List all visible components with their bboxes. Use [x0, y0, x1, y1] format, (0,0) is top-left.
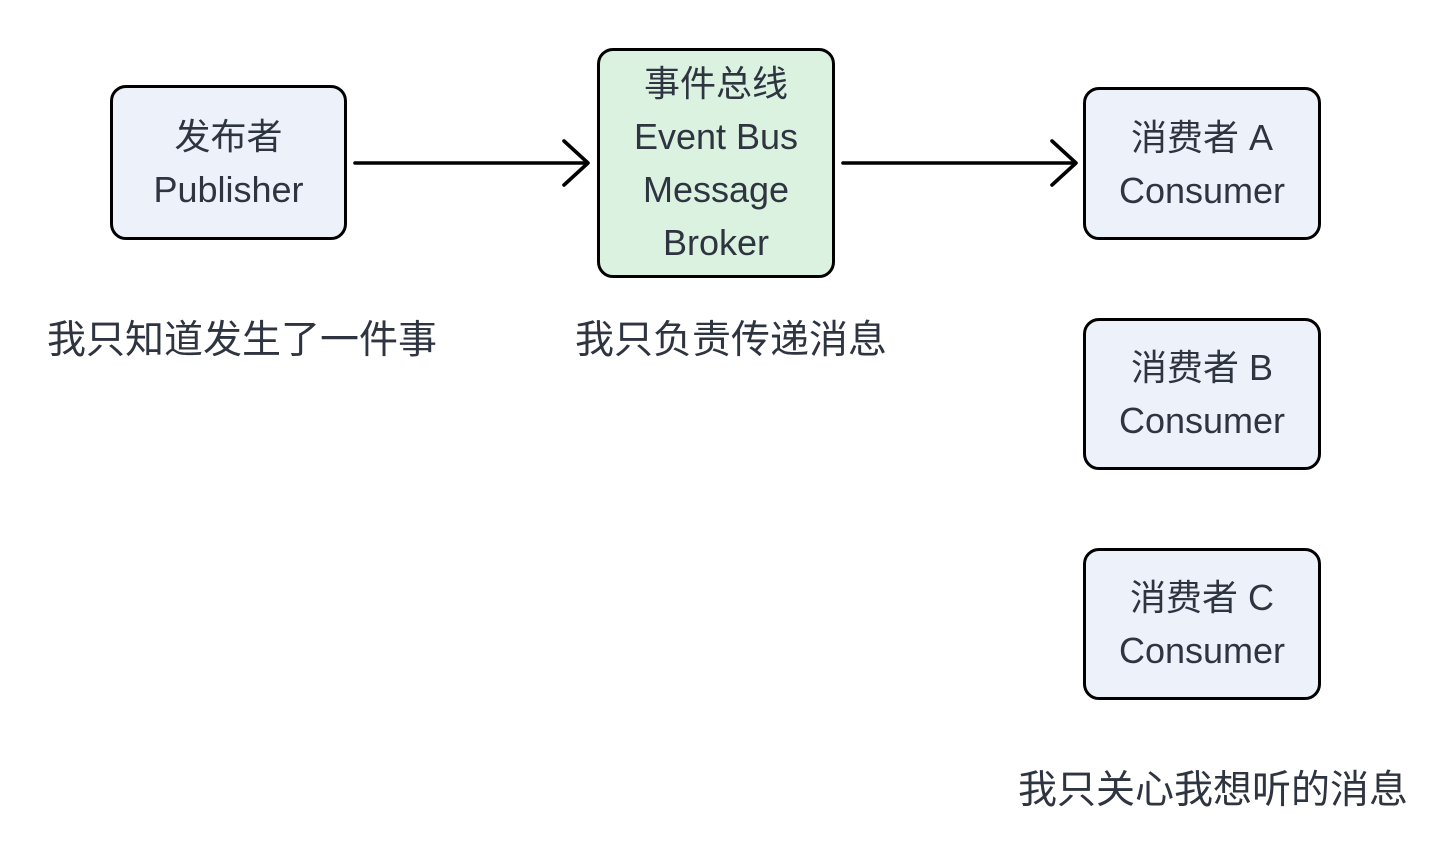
node-consumer-c-label-zh: 消费者 C	[1129, 577, 1274, 618]
node-event-bus-label-zh: 事件总线	[643, 63, 788, 104]
arrow-publisher-to-event-bus	[353, 139, 590, 187]
node-consumer-a: 消费者 A Consumer	[1083, 87, 1321, 240]
caption-broker: 我只负责传递消息	[575, 319, 888, 362]
node-consumer-b-label-en: Consumer	[1118, 400, 1286, 441]
arrow-event-bus-to-consumer-a	[841, 139, 1078, 187]
caption-consumer: 我只关心我想听的消息	[1018, 769, 1409, 812]
node-consumer-b-label-zh: 消费者 B	[1130, 347, 1273, 388]
node-publisher-label-en: Publisher	[153, 168, 304, 210]
node-consumer-c: 消费者 C Consumer	[1083, 548, 1321, 700]
node-event-bus: 事件总线 Event Bus Message Broker	[597, 48, 835, 278]
node-event-bus-label-en-2: Message	[642, 169, 790, 210]
node-consumer-a-label-zh: 消费者 A	[1130, 116, 1273, 158]
node-consumer-b: 消费者 B Consumer	[1083, 318, 1321, 470]
caption-publisher: 我只知道发生了一件事	[47, 319, 438, 362]
node-publisher: 发布者 Publisher	[110, 85, 347, 240]
node-event-bus-label-en-1: Event Bus	[633, 116, 799, 157]
node-consumer-c-label-en: Consumer	[1118, 630, 1286, 671]
node-event-bus-label-en-3: Broker	[662, 222, 770, 263]
node-consumer-a-label-en: Consumer	[1118, 169, 1286, 211]
node-publisher-label-zh: 发布者	[174, 115, 283, 157]
